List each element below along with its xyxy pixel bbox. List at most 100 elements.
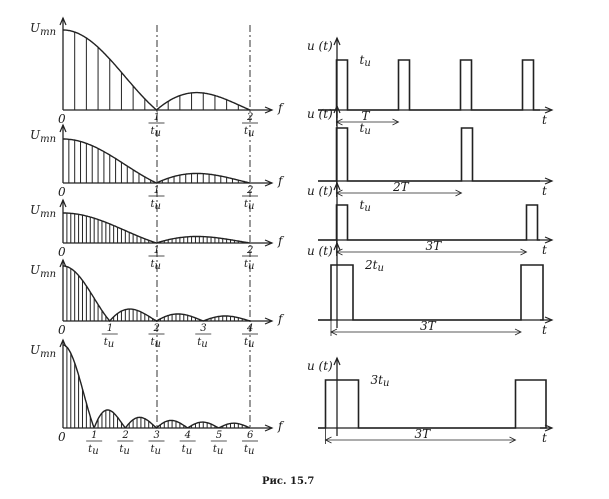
period-arrow-right (520, 248, 528, 256)
tick-label: 5 (216, 430, 222, 441)
tick-denominator-sub: u (248, 446, 254, 457)
u-axis-label: u (t) (307, 107, 333, 121)
origin-label: 0 (58, 185, 66, 199)
pulse-train (318, 204, 540, 241)
tick-label: 2 (246, 185, 253, 196)
u-axis-arrow (333, 181, 341, 191)
tick-denominator-sub: u (92, 446, 98, 457)
period-arrow-right (392, 118, 400, 126)
u-axis-arrow (333, 241, 341, 251)
y-axis-label: Umn (30, 203, 56, 220)
x-axis-label: f (277, 234, 285, 248)
tick-denominator: tu (244, 199, 254, 212)
tick-denominator-sub: u (248, 201, 254, 212)
pulse-width-label: 3tu (371, 373, 390, 389)
x-axis-label: f (277, 312, 285, 326)
u-axis-arrow (333, 36, 341, 46)
tick-denominator: tu (151, 199, 161, 212)
period-arrow-right (514, 328, 522, 336)
x-axis-label: f (277, 419, 285, 433)
tick-label: 1 (107, 323, 113, 334)
tick-denominator: tu (197, 337, 207, 350)
period-label: T (362, 109, 371, 123)
y-axis-arrow (59, 123, 67, 133)
t-axis-label: t (542, 243, 547, 257)
tick-denominator: tu (244, 126, 254, 139)
pulse-width-sub: u (364, 203, 370, 214)
tick-label: 1 (154, 245, 160, 256)
tick-denominator-sub: u (155, 446, 161, 457)
spectrum-row-3: Umn 0 f 1 tu 2 tu (30, 198, 285, 272)
t-axis-arrow (544, 316, 554, 324)
pulse-width-sub: u (383, 378, 389, 389)
pulse-width-sub: u (377, 263, 383, 274)
period-arrow-right (455, 189, 463, 197)
t-axis-label: t (542, 184, 547, 198)
pulse-width-label: tu (360, 53, 371, 69)
tick-label: 3 (200, 323, 206, 334)
x-axis-label: f (277, 174, 285, 188)
x-axis-arrow (264, 317, 274, 325)
tick-label: 2 (246, 112, 253, 123)
tick-label: 2 (153, 323, 160, 334)
period-arrow-left (324, 436, 332, 444)
tick-denominator: tu (151, 259, 161, 272)
tick-denominator: tu (88, 444, 98, 457)
t-axis-arrow (544, 177, 554, 185)
t-axis-arrow (544, 106, 554, 114)
y-axis-label: Umn (30, 21, 56, 38)
y-axis-arrow (59, 16, 67, 26)
t-axis-arrow (544, 424, 554, 432)
t-axis-label: t (542, 431, 547, 445)
y-axis-sub: mn (40, 27, 56, 38)
tick-label: 4 (246, 323, 253, 334)
spectrum-envelope (62, 344, 251, 429)
tick-denominator: tu (151, 337, 161, 350)
period-arrow-left (330, 328, 338, 336)
pulse-train (318, 379, 547, 429)
tick-denominator-sub: u (248, 261, 254, 272)
pulse-train (318, 59, 540, 111)
tick-denominator-sub: u (155, 339, 161, 350)
origin-label: 0 (58, 245, 66, 259)
tick-denominator-sub: u (155, 128, 161, 139)
y-axis-arrow (59, 258, 67, 268)
tick-denominator: tu (182, 444, 192, 457)
x-axis-arrow (264, 239, 274, 247)
tick-denominator-sub: u (248, 128, 254, 139)
tick-label: 1 (91, 430, 97, 441)
pulse-width-label: 2tu (364, 258, 384, 274)
pulse-width-sub: u (364, 58, 370, 69)
figure-caption: Рис. 15.7 (262, 476, 314, 487)
tick-label: 2 (246, 245, 253, 256)
y-axis-sub: mn (40, 209, 56, 220)
tick-denominator-sub: u (201, 339, 207, 350)
u-axis-arrow (333, 104, 341, 114)
tick-denominator: tu (151, 126, 161, 139)
x-axis-label: f (277, 101, 285, 115)
y-axis-arrow (59, 338, 67, 348)
spectrum-envelope (63, 138, 251, 184)
tick-denominator: tu (244, 337, 254, 350)
pulse-train (318, 127, 540, 182)
u-axis-label: u (t) (307, 359, 333, 373)
y-axis-label: Umn (30, 128, 56, 145)
tick-label: 1 (154, 185, 160, 196)
tick-label: 2 (121, 430, 128, 441)
origin-label: 0 (58, 323, 66, 337)
u-axis-label: u (t) (307, 39, 333, 53)
tick-label: 6 (247, 430, 254, 441)
pulse-width-sub: u (364, 126, 370, 137)
spectrum-row-4: Umn 0 f 1 tu 2 tu 3 tu 4 tu (30, 258, 285, 350)
t-axis-arrow (544, 236, 554, 244)
u-axis-label: u (t) (307, 184, 333, 198)
pulse-width-label: tu (360, 121, 371, 137)
x-axis-arrow (264, 106, 274, 114)
y-axis-sub: mn (40, 134, 56, 145)
y-axis-label: Umn (30, 263, 56, 280)
